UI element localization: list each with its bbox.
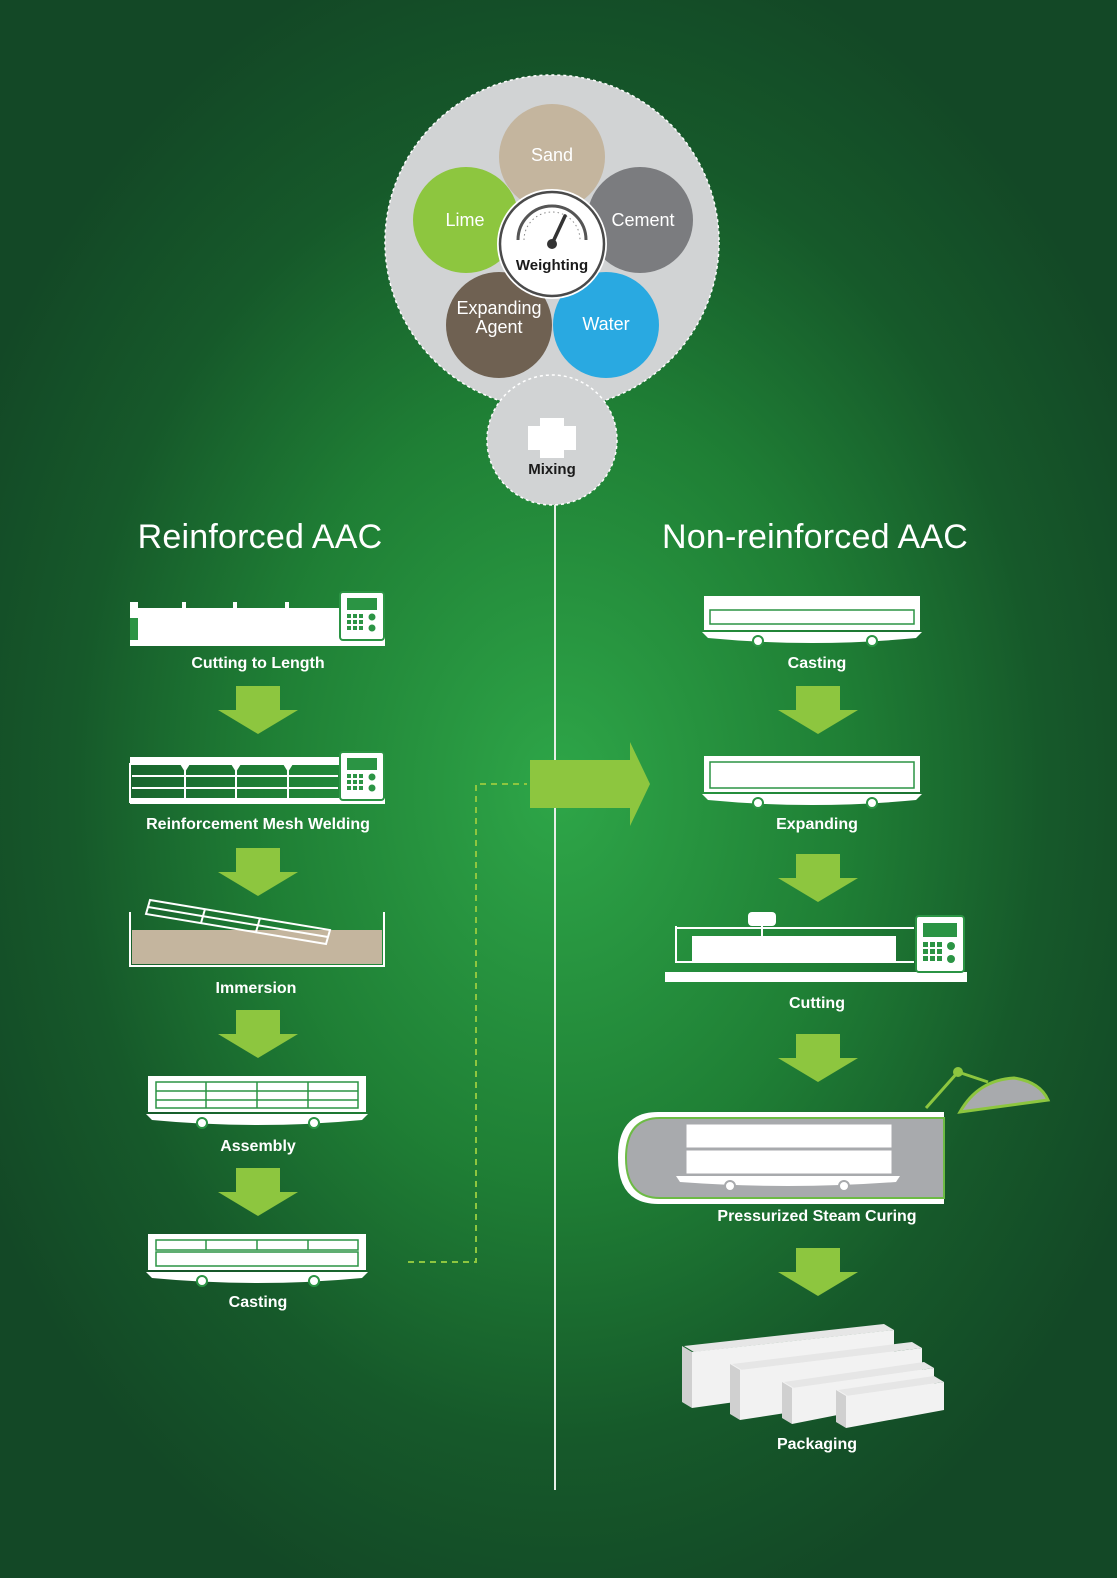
right-step-5-label: Packaging <box>776 1436 858 1453</box>
ingredient-lime-label: Lime <box>445 209 485 230</box>
left-step-2-label: Reinforcement Mesh Welding <box>146 816 370 833</box>
casting-mold-right-icon <box>702 596 922 647</box>
right-step-4-label: Pressurized Steam Curing <box>717 1208 917 1225</box>
autoclave-icon <box>618 1067 1051 1204</box>
right-step-2-label: Expanding <box>776 816 858 833</box>
immersion-tank-icon <box>129 898 385 967</box>
left-down-arrow-4-icon <box>218 1168 298 1216</box>
left-down-arrow-1-icon <box>218 686 298 734</box>
ingredient-cement-label: Cement <box>611 209 675 230</box>
right-down-arrow-2-icon <box>778 854 858 902</box>
cutting-station-icon <box>665 912 967 982</box>
casting-mold-left-icon <box>146 1234 368 1287</box>
mixing-label: Mixing <box>528 461 576 478</box>
ingredient-expanding-agent-label-1: Expanding <box>456 298 542 318</box>
assembly-mold-icon <box>146 1076 368 1129</box>
right-step-3-label: Cutting <box>789 995 845 1012</box>
right-down-arrow-4-icon <box>778 1248 858 1296</box>
right-down-arrow-3-icon <box>778 1034 858 1082</box>
right-column-title: Non-reinforced AAC <box>662 518 968 556</box>
ingredient-sand-label: Sand <box>530 144 574 165</box>
ingredient-expanding-agent: Expanding Agent <box>446 272 552 378</box>
weighting-label: Weighting <box>515 257 589 274</box>
left-step-3-label: Immersion <box>215 980 297 997</box>
ingredient-expanding-agent-label-2: Agent <box>475 317 523 337</box>
cutting-machine-icon <box>130 591 385 646</box>
mesh-welding-icon <box>129 751 385 804</box>
ingredient-water-label: Water <box>582 313 630 334</box>
left-step-5-label: Casting <box>228 1294 288 1311</box>
expanding-mold-icon <box>702 756 922 809</box>
left-down-arrow-2-icon <box>218 848 298 896</box>
left-step-1-label: Cutting to Length <box>191 655 325 672</box>
left-down-arrow-3-icon <box>218 1010 298 1058</box>
left-step-4-label: Assembly <box>220 1138 296 1155</box>
packaged-blocks-icon <box>682 1324 944 1428</box>
right-step-1-label: Casting <box>787 655 847 672</box>
left-column-title: Reinforced AAC <box>137 518 383 556</box>
right-down-arrow-1-icon <box>778 686 858 734</box>
big-green-arrow-icon <box>530 742 650 826</box>
dashed-connector <box>408 783 527 1263</box>
gauge-icon <box>516 204 588 249</box>
